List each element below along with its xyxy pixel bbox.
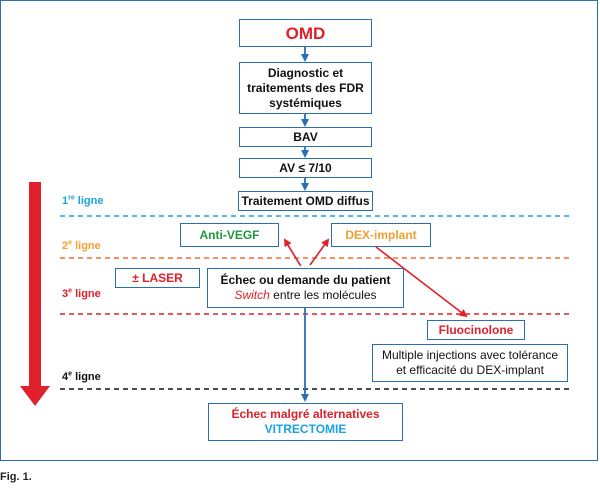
figure-caption: Fig. 1. bbox=[0, 471, 32, 483]
figure-frame bbox=[0, 0, 598, 461]
ligne-1-label: 1re ligne bbox=[62, 194, 104, 207]
traitement-box: Traitement OMD diffus bbox=[238, 191, 373, 211]
dex-implant-box: DEX-implant bbox=[331, 223, 431, 247]
omd-box: OMD bbox=[239, 19, 372, 47]
arrow-echec-dex bbox=[309, 238, 330, 266]
laser-box: ± LASER bbox=[115, 268, 200, 288]
temps-arrow bbox=[20, 182, 50, 406]
temps-label: TEMPS bbox=[12, 273, 22, 307]
av-box: AV ≤ 7/10 bbox=[239, 158, 372, 178]
switch-word: Switch bbox=[234, 288, 270, 302]
bav-box: BAV bbox=[239, 127, 372, 147]
ligne-2-label: 2e ligne bbox=[62, 239, 101, 252]
echec-box: Échec ou demande du patient Switch entre… bbox=[207, 268, 404, 308]
fluocinolone-box: Fluocinolone bbox=[427, 320, 525, 340]
arrow-dex-fluocinolone bbox=[375, 246, 468, 318]
final-box: Échec malgré alternatives VITRECTOMIE bbox=[208, 403, 403, 441]
arrow-antivegf-echec bbox=[286, 243, 302, 267]
diagnostic-box: Diagnostic et traitements des FDR systém… bbox=[239, 62, 372, 114]
multiple-injections-box: Multiple injections avec tolérance et ef… bbox=[372, 344, 568, 382]
antivegf-box: Anti-VEGF bbox=[180, 223, 279, 247]
ligne-3-label: 3e ligne bbox=[62, 287, 101, 300]
ligne-4-label: 4e ligne bbox=[62, 370, 101, 383]
